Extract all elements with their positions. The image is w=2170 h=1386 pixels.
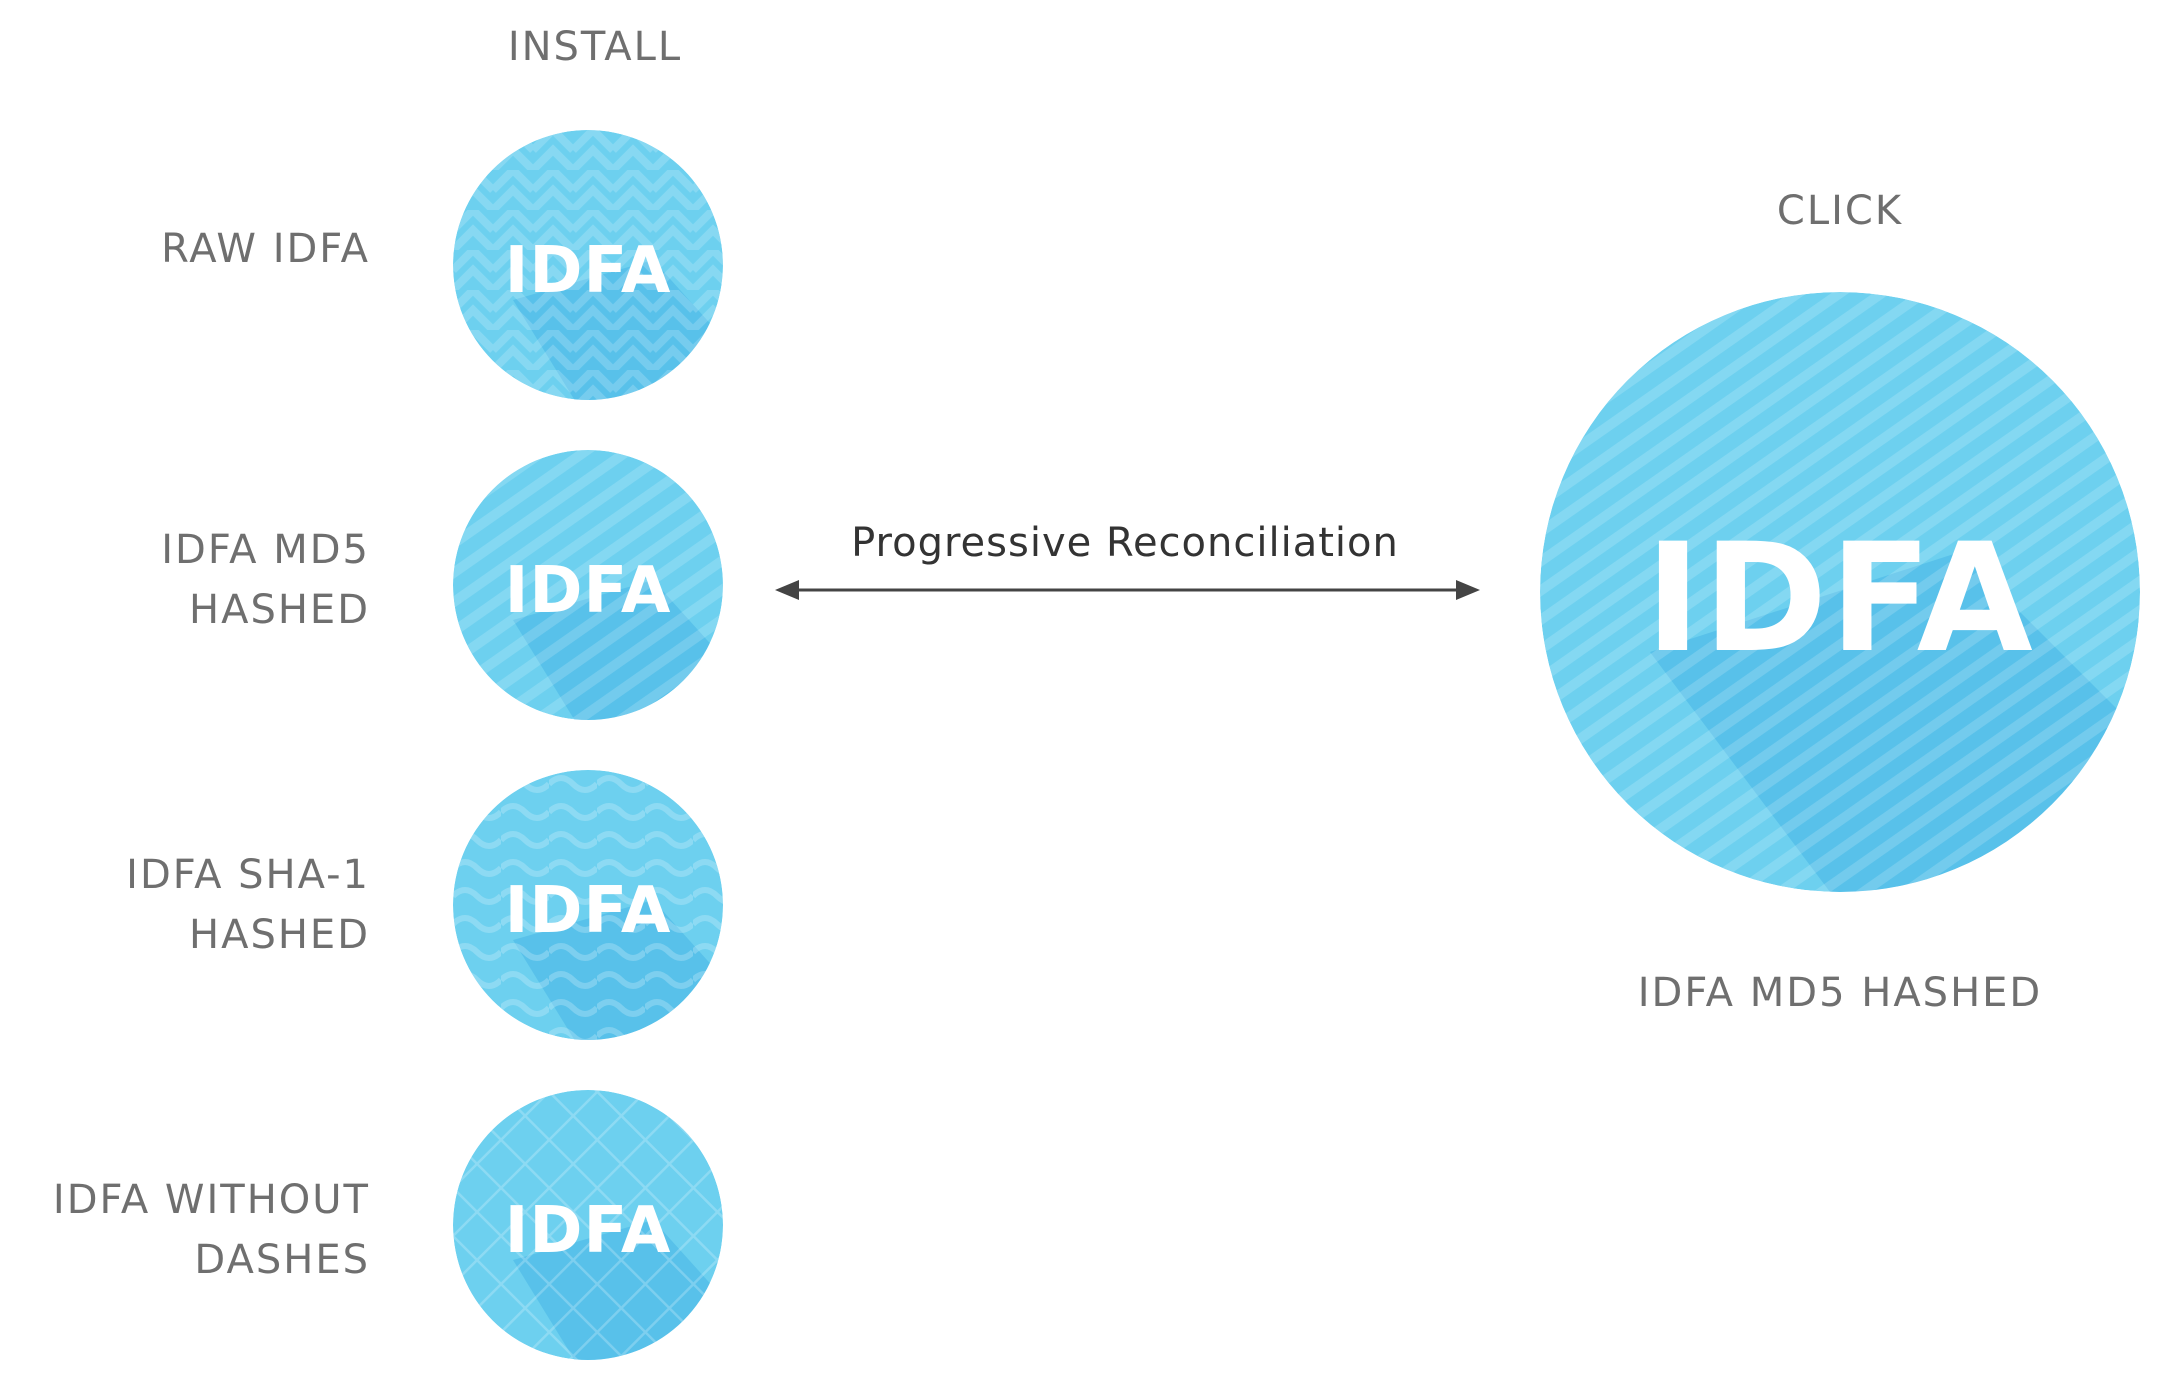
bidirectional-arrow-icon: [775, 580, 1480, 600]
idfa-badge-md5: IDFA: [453, 450, 723, 720]
badge-text: IDFA: [504, 554, 672, 628]
install-label-nodashes: IDFA WITHOUT DASHES: [52, 1177, 370, 1283]
badge-text: IDFA: [504, 1194, 672, 1268]
badge-text: IDFA: [504, 874, 672, 948]
click-caption: IDFA MD5 HASHED: [1637, 970, 2043, 1016]
idfa-badge-sha1: IDFA: [453, 770, 723, 1040]
idfa-badge-nodashes: IDFA: [453, 1090, 723, 1360]
arrow-label: Progressive Reconciliation: [851, 520, 1399, 566]
install-header: INSTALL: [507, 24, 683, 70]
click-header: CLICK: [1776, 188, 1904, 234]
badge-text: IDFA: [504, 234, 672, 308]
idfa-badge-click: IDFA: [1540, 292, 2140, 892]
install-label-md5: IDFA MD5 HASHED: [161, 527, 370, 633]
install-label-raw: RAW IDFA: [161, 226, 370, 272]
badge-text: IDFA: [1645, 512, 2035, 686]
idfa-badge-raw: IDFA: [453, 130, 723, 400]
install-label-sha1: IDFA SHA-1 HASHED: [126, 852, 370, 958]
